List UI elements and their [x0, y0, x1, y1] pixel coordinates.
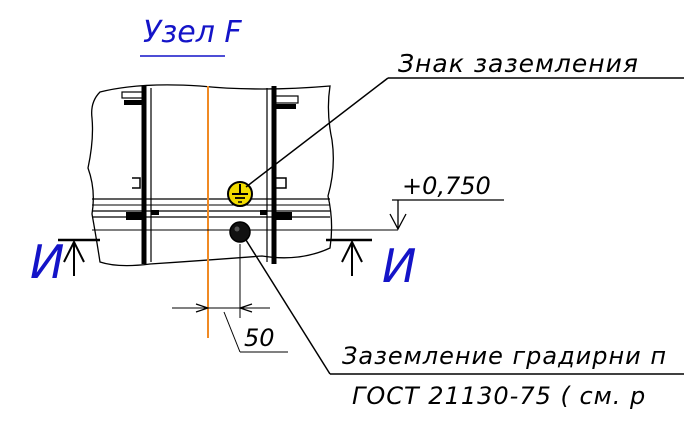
- left-column: [121, 86, 159, 264]
- ground-sign-icon: [227, 181, 253, 207]
- grounding-leader: [245, 239, 331, 375]
- grounding-bolt-icon: [229, 221, 251, 243]
- section-arrow-right: [326, 238, 372, 276]
- break-outline: [87, 84, 334, 267]
- node-title: Узел F: [143, 15, 242, 50]
- ground-sign-leader: [245, 77, 389, 188]
- section-arrow-left: [58, 238, 100, 276]
- right-column: [260, 86, 299, 264]
- section-mark-right: И: [382, 239, 416, 293]
- grounding-note-line2: ГОСТ 21130-75 ( см. р: [352, 382, 646, 410]
- dimension-value: 50: [244, 324, 275, 352]
- section-mark-left: И: [30, 235, 64, 289]
- elevation-mark: [389, 199, 504, 231]
- ground-sign-label: Знак заземления: [398, 49, 639, 78]
- dimension-50: [172, 244, 288, 353]
- elevation-value: +0,750: [402, 172, 491, 200]
- grounding-note-line1: Заземление градирни п: [342, 342, 667, 370]
